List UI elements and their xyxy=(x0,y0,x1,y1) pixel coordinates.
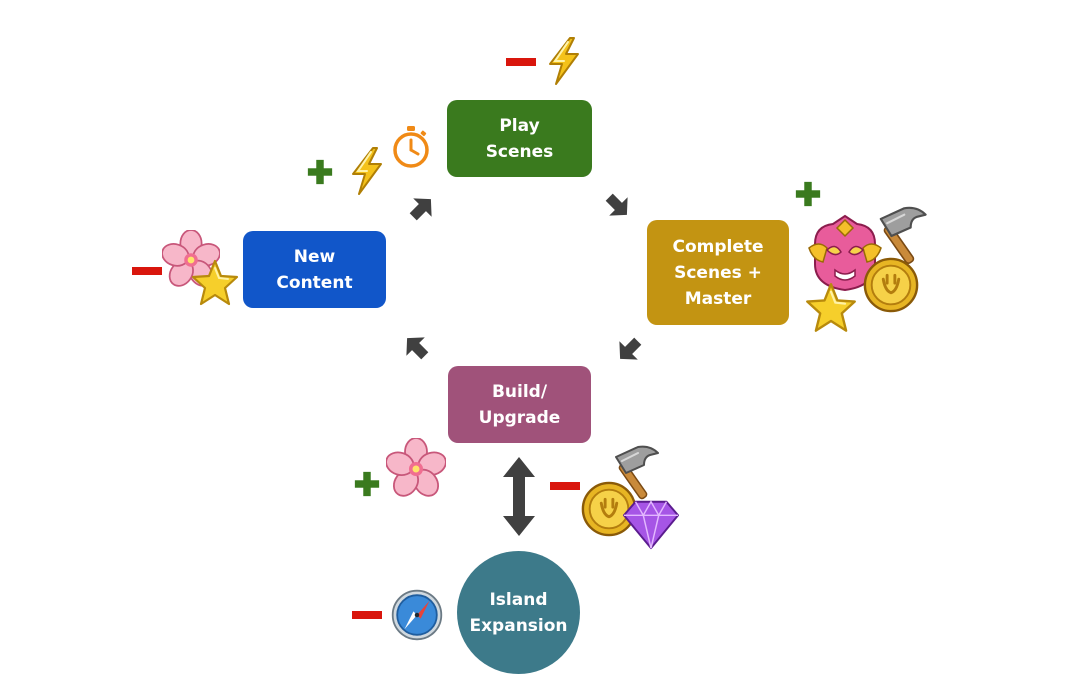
gem-icon xyxy=(622,500,680,550)
node-island-expansion: Island Expansion xyxy=(457,551,580,674)
node-play-scenes: Play Scenes xyxy=(447,100,592,177)
flower-icon xyxy=(162,230,220,288)
node-build-upgrade: Build/ Upgrade xyxy=(448,366,591,443)
arrow-complete-to-build xyxy=(619,337,642,360)
arrow-play-to-complete xyxy=(605,193,628,216)
arrow-build-island xyxy=(503,457,535,536)
plus-icon xyxy=(795,181,821,207)
coin-icon xyxy=(863,257,919,313)
coin-icon xyxy=(581,481,637,537)
lightning-icon xyxy=(352,147,382,195)
node-new-content: New Content xyxy=(243,231,386,308)
plus-icon xyxy=(354,471,380,497)
mask-icon xyxy=(808,215,882,291)
star-icon xyxy=(191,259,239,306)
stopwatch-icon xyxy=(393,125,429,168)
hammer-icon xyxy=(879,206,927,266)
compass-icon xyxy=(391,589,443,641)
hammer-icon xyxy=(615,445,659,501)
minus-icon xyxy=(506,58,536,66)
minus-icon xyxy=(550,482,580,490)
minus-icon xyxy=(132,267,162,275)
star-icon xyxy=(806,283,856,332)
flower-icon xyxy=(386,438,446,498)
node-complete-scenes-master: Complete Scenes + Master xyxy=(647,220,789,325)
minus-icon xyxy=(352,611,382,619)
arrow-build-to-new xyxy=(406,337,429,360)
plus-icon xyxy=(307,159,333,185)
arrow-new-to-play xyxy=(409,198,432,221)
lightning-icon xyxy=(549,37,579,85)
